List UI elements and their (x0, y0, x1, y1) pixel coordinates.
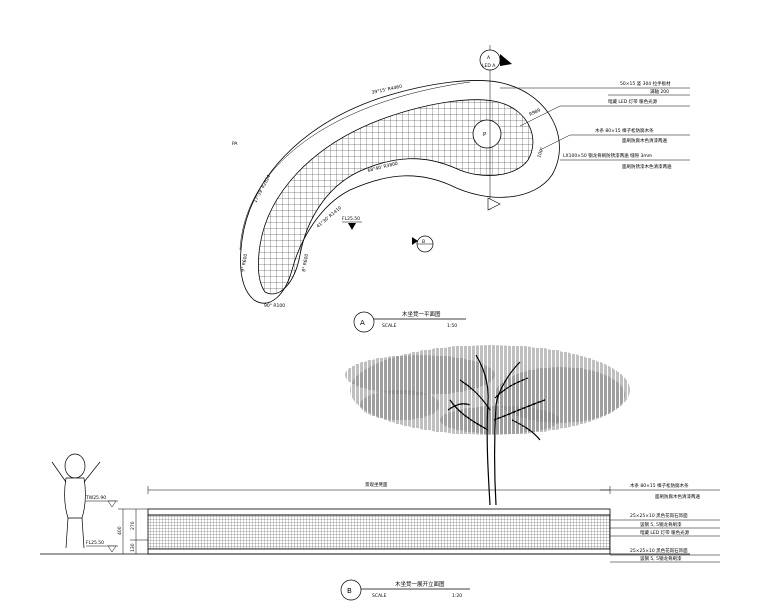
tree-canopy (345, 345, 630, 435)
plan-note-5: LX100×50 钢龙骨刷防锈漆两遍 缝隙 3mm (563, 152, 652, 159)
right-radius-dim: R989 (528, 107, 541, 117)
inner-left-dim: 8° R600 (301, 253, 310, 272)
top-dim-label: 景观坐凳面 (365, 481, 388, 488)
elev-title: 木坐凳一展开立面图 (395, 580, 445, 588)
plan-title: 木坐凳一平面图 (402, 310, 441, 318)
height-400: 400 (117, 526, 123, 535)
plan-scale-label: SCALE (382, 323, 397, 329)
elev-note-4: 暗藏 LED 灯带 暖色光源 (640, 529, 690, 536)
height-270: 270 (130, 521, 136, 530)
tree-trunk (447, 354, 546, 506)
plan-note-1: 50×15 竖 304 拉手板材 (620, 80, 671, 87)
section-arrow-b (412, 237, 418, 245)
elevation-mark: FL25.50 (342, 216, 360, 222)
inner-mid-dim: 41°30' R1410 (315, 205, 343, 230)
plan-note-3: 暗藏 LED 灯带 暖色光源 (608, 98, 658, 105)
pa-label: PA (232, 141, 238, 147)
right-angle-dim: 100° (536, 146, 545, 158)
plan-center-label: P (483, 132, 487, 138)
elevation-view: 景观坐凳面 400 270 130 TW25.90 FL25.50 (40, 345, 720, 601)
elev-scale-label: SCALE (372, 593, 387, 599)
plan-view: P 39°15' R4460 17°39' R2824 9° R600 90° … (232, 45, 690, 333)
plan-title-block: A 木坐凳一平面图 SCALE 1:50 (353, 310, 466, 333)
plan-note-2: 满轴 200 (650, 88, 669, 95)
left-arc-dim: 17°39' R2824 (252, 174, 272, 204)
bench-body (147, 514, 611, 550)
bench-base (147, 548, 611, 555)
height-130: 130 (130, 543, 136, 552)
bench-top-slab (147, 508, 611, 516)
section-b-letter: B (422, 239, 425, 245)
elev-note-6: 竖钢 5, 5钢龙骨刷漆 (640, 555, 682, 562)
bottom-left-dim: 9° R600 (240, 253, 249, 272)
tw-mark: TW25.90 (85, 495, 106, 501)
plan-center-circle (472, 119, 502, 149)
plan-scale-value: 1:50 (447, 323, 457, 329)
section-a-letter: A (487, 55, 491, 61)
plan-note-5-sub: 面刷防锈漆木色清漆两遍 (622, 163, 672, 170)
elev-note-1-sub: 面刷防腐木色清漆两遍 (655, 493, 700, 500)
plan-note-4: 木条 80×15 樟子松防腐木条 (595, 127, 654, 134)
elev-scale-value: 1:20 (452, 593, 462, 599)
human-figure (51, 453, 101, 549)
bench-seat-grid (258, 99, 534, 295)
section-a-sub: LED A (482, 63, 496, 69)
elevation-triangle (348, 223, 356, 230)
elevation-title-block: B 木坐凳一展开立面图 SCALE 1:20 (340, 579, 470, 601)
elev-note-3: 竖钢 5, 5钢龙骨刷漆 (640, 521, 682, 528)
elev-note-1: 木条 80×15 樟子松防腐木条 (630, 482, 689, 489)
fl-mark: FL25.50 (86, 540, 104, 546)
elev-note-5: 25×25×10 黑色花岗石饰面 (630, 547, 688, 554)
elevation-annotations: 木条 80×15 樟子松防腐木条 面刷防腐木色清漆两遍 25×25×10 黑色花… (600, 482, 720, 563)
plan-title-letter: A (360, 319, 365, 327)
top-arc-dim: 39°15' R4460 (371, 84, 403, 96)
section-flag (487, 197, 501, 211)
elev-note-2: 25×25×10 黑色花岗石饰面 (630, 512, 688, 519)
elev-title-letter: B (347, 587, 352, 595)
bottom-tip-dim: 90° R100 (264, 303, 285, 309)
section-arrow-a (500, 54, 512, 66)
plan-note-4-sub: 面刷防腐木色清漆两遍 (622, 137, 667, 144)
height-dims: 400 270 130 (117, 508, 148, 554)
plan-annotations: 50×15 竖 304 拉手板材 满轴 200 暗藏 LED 灯带 暖色光源 木… (500, 80, 690, 170)
